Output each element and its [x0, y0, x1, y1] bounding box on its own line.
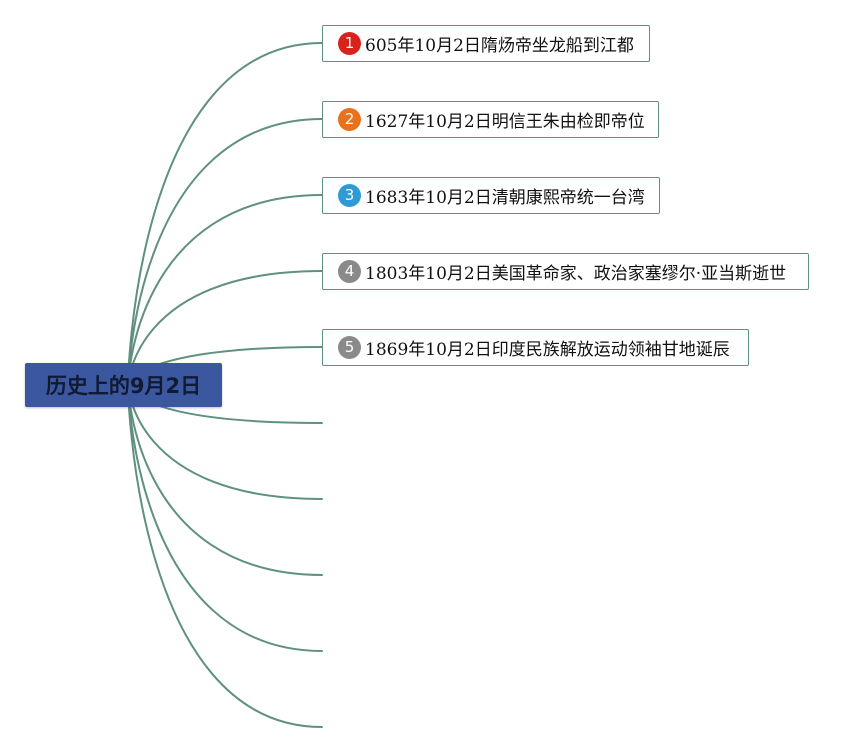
connector-to-topic-3: [127, 194, 323, 386]
topic-3-label: 1683年10月2日清朝康熙帝统一台湾: [365, 188, 645, 208]
topic-4-label: 1803年10月2日美国革命家、政治家塞缪尔·亚当斯逝世: [365, 264, 787, 284]
priority-3-icon: 3: [338, 184, 361, 207]
priority-5-icon: 5: [338, 336, 361, 359]
topic-5[interactable]: 5 1869年10月2日印度民族解放运动领袖甘地诞辰: [322, 329, 749, 366]
connector-empty-branch: [127, 384, 323, 728]
root-topic-label: 历史上的9月2日: [45, 374, 202, 398]
topic-2-label: 1627年10月2日明信王朱由检即帝位: [365, 112, 645, 132]
topic-3[interactable]: 3 1683年10月2日清朝康熙帝统一台湾: [322, 177, 660, 214]
topic-5-label: 1869年10月2日印度民族解放运动领袖甘地诞辰: [365, 340, 730, 360]
priority-1-icon: 1: [338, 32, 361, 55]
topic-4[interactable]: 4 1803年10月2日美国革命家、政治家塞缪尔·亚当斯逝世: [322, 253, 809, 290]
connector-to-topic-2: [127, 118, 323, 386]
connector-empty-branch: [127, 384, 323, 576]
connector-to-topic-1: [127, 42, 323, 386]
topic-1-label: 605年10月2日隋炀帝坐龙船到江都: [365, 36, 634, 56]
root-topic[interactable]: 历史上的9月2日: [25, 363, 222, 407]
topic-2[interactable]: 2 1627年10月2日明信王朱由检即帝位: [322, 101, 659, 138]
priority-4-icon: 4: [338, 260, 361, 283]
connector-empty-branch: [127, 384, 323, 652]
priority-2-icon: 2: [338, 108, 361, 131]
topic-1[interactable]: 1 605年10月2日隋炀帝坐龙船到江都: [322, 25, 650, 62]
